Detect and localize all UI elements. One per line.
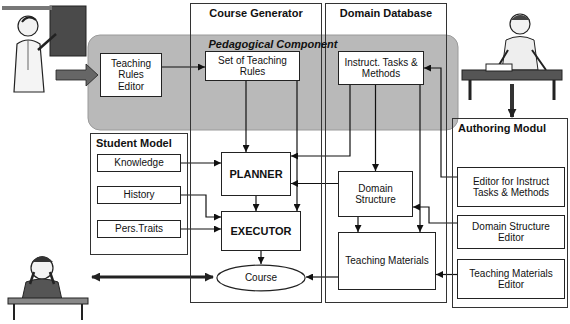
student-course-arrow [92,276,213,279]
connector-arrow [245,81,246,152]
box-label: Instruct. Tasks & Methods [342,57,420,80]
box-label: Teaching Materials [342,255,432,267]
student-figure [8,256,88,320]
box-label: Set of Teaching Rules [209,55,296,78]
process-box: Pers.Traits [97,220,181,238]
process-box: History [97,186,181,204]
connector-arrow [419,85,420,232]
process-box: EXECUTOR [221,211,301,251]
process-box: Teaching Rules Editor [100,53,162,97]
box-label: Knowledge [101,157,177,169]
process-box: Teaching Materials Editor [457,259,565,299]
connector-arrow [162,66,205,67]
ellipse-shape [217,265,305,291]
box-label: Domain Structure Editor [461,221,561,244]
connector-arrow [181,195,221,217]
module-column: Domain DatabaseDomain StructureTeaching … [325,3,447,303]
section-heading: Domain Database [326,4,446,20]
section-heading: Pedagogical Component [88,35,458,51]
section-heading: Course Generator [191,4,321,20]
connector-arrow [291,183,338,184]
component-band: Pedagogical ComponentTeaching Rules Edit… [88,35,458,130]
connector-arrow [306,276,338,277]
box-label: PLANNER [225,168,287,181]
connector-arrow [181,162,221,163]
band-background [88,35,458,130]
box-label: EXECUTOR [225,225,297,238]
process-box: Knowledge [97,154,181,172]
box-label: Pers.Traits [101,223,177,235]
output-ellipse: Course [216,264,306,292]
teacher-arrow [56,64,98,86]
box-label: Teaching Materials Editor [461,268,561,291]
process-box: Teaching Materials [338,232,436,290]
connector-arrow [260,251,261,264]
process-box: Domain Structure [338,171,413,217]
connector-arrow [357,217,358,232]
section-heading: Student Model [91,134,187,150]
box-label: Teaching Rules Editor [104,58,158,93]
process-box: PLANNER [221,152,291,196]
author-arrow [510,84,514,117]
connector-arrow [255,196,256,211]
connector-arrow [413,207,457,223]
box-label: Course [219,272,303,284]
module-box: Authoring ModulEditor for Instruct Tasks… [452,118,568,308]
connector-arrow [296,81,297,211]
box-label: History [101,189,177,201]
box-label: Domain Structure [342,183,409,206]
module-box: Student ModelKnowledgeHistoryPers.Traits [90,133,188,255]
connector-arrow [375,85,376,171]
process-box: Set of Teaching Rules [205,51,300,81]
section-heading: Authoring Modul [453,119,567,135]
process-box: Instruct. Tasks & Methods [338,51,424,85]
connector-arrow [291,85,350,156]
box-label: Editor for Instruct Tasks & Methods [461,176,561,199]
band-fill [88,35,458,130]
process-box: Editor for Instruct Tasks & Methods [457,167,565,207]
process-box: Domain Structure Editor [457,215,565,249]
connector-arrow [181,228,221,229]
